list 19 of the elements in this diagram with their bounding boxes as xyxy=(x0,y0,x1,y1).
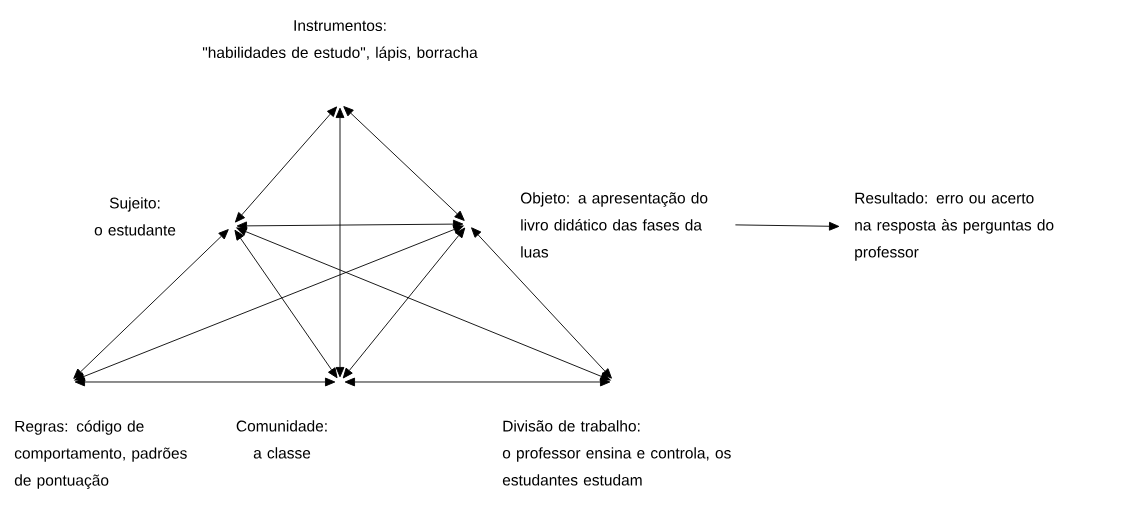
arrow xyxy=(343,106,465,221)
arrow xyxy=(344,377,611,387)
text-label: Divisão de trabalho: o professor ensina e controla, os estudantes estudam xyxy=(502,420,731,486)
text-label: Resultado: erro ou acerto na resposta às perguntas do professor xyxy=(855,192,1054,261)
text-label: Objeto: a apresentação do livro didático das fases da luas xyxy=(520,192,708,258)
text-label: Comunidade: a classe xyxy=(236,420,327,459)
arrow xyxy=(234,229,338,379)
arrow xyxy=(471,227,612,379)
arrow xyxy=(235,106,338,223)
arrow xyxy=(335,107,345,378)
arrow xyxy=(342,227,466,379)
arrow xyxy=(236,227,611,381)
arrow xyxy=(74,225,464,381)
arrow xyxy=(734,221,840,231)
text-label: Instrumentos: "habilidades de estudo", lápis, borracha xyxy=(202,20,478,62)
arrow xyxy=(73,229,229,379)
arrow xyxy=(74,377,336,387)
text-label: Sujeito: o estudante xyxy=(94,197,176,236)
text-label: Regras: código de comportamento, padrões de pontuação xyxy=(14,420,187,489)
